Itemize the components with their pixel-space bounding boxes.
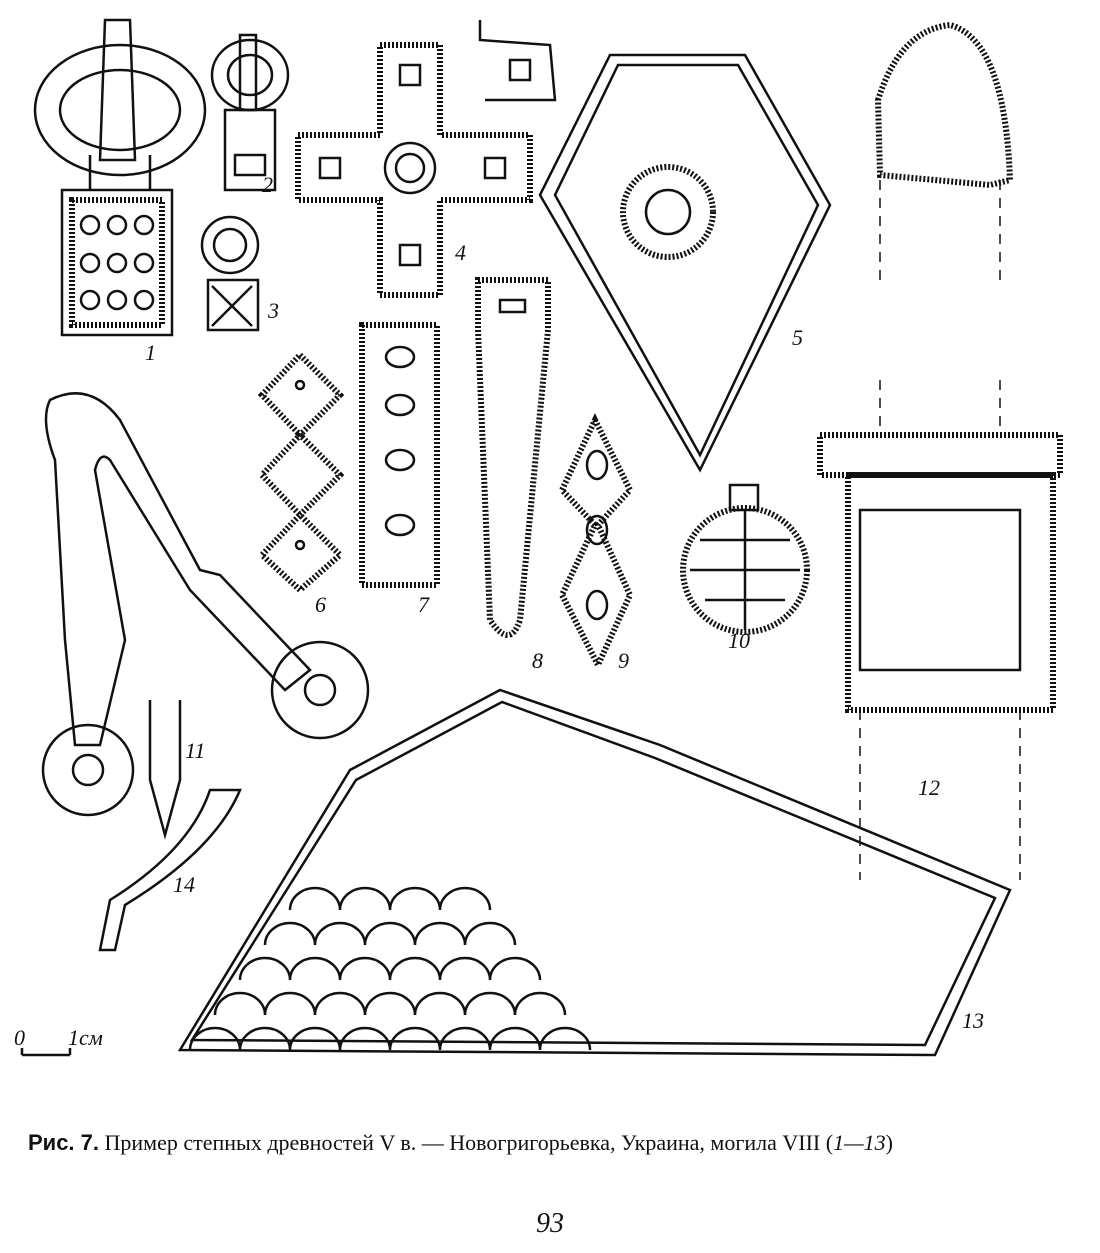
item-label: 8 xyxy=(532,648,543,673)
artifact-4-cross xyxy=(295,42,533,298)
item-label: 2 xyxy=(262,172,273,197)
artifact-7-strap-plaque xyxy=(359,322,440,588)
artifact-12-sheath-mount xyxy=(817,21,1063,880)
figure-caption: Рис. 7. Пример степных древностей V в. —… xyxy=(28,1130,893,1156)
scale-bar xyxy=(20,1048,72,1057)
item-label: 1 xyxy=(145,340,156,365)
artifact-2-small-buckle xyxy=(210,33,290,192)
item-label: 5 xyxy=(792,325,803,350)
item-label: 14 xyxy=(173,872,195,897)
scale-zero-label: 0 xyxy=(14,1025,25,1050)
item-label: 7 xyxy=(418,592,430,617)
artifact-fragment xyxy=(478,20,557,102)
artifact-5-plaque xyxy=(538,53,832,473)
artifact-8-strap-end xyxy=(475,277,551,638)
caption-prefix: Рис. 7. xyxy=(28,1130,100,1155)
artifact-3-ring-buckle xyxy=(200,215,260,332)
item-label: 12 xyxy=(918,775,940,800)
item-label: 13 xyxy=(962,1008,984,1033)
artifact-6-zigzag-plaque xyxy=(257,350,345,595)
artifact-9-triple-plaque xyxy=(558,413,634,672)
caption-suffix: ) xyxy=(885,1130,893,1155)
scale-unit-label: 1см xyxy=(68,1025,103,1050)
artifact-1-buckle xyxy=(33,18,207,337)
item-label: 3 xyxy=(267,298,279,323)
item-label: 4 xyxy=(455,240,466,265)
artifact-14-strip xyxy=(98,788,242,952)
artifact-11-horse-bit xyxy=(41,392,370,840)
caption-text: Пример степных древностей V в. — Новогри… xyxy=(99,1130,834,1155)
archaeological-figure: 0 1см 1 2 3 4 5 6 7 8 9 10 11 12 13 14 xyxy=(14,18,1063,1057)
page-number: 93 xyxy=(536,1208,564,1239)
artifact-10-openwork-buckle xyxy=(680,483,810,635)
scale-pattern xyxy=(188,886,592,1051)
item-label: 6 xyxy=(315,592,326,617)
caption-range: 1—13 xyxy=(833,1130,886,1155)
item-label: 11 xyxy=(185,738,205,763)
artifact-13-plate xyxy=(177,688,1012,1057)
item-label: 9 xyxy=(618,648,629,673)
item-label: 10 xyxy=(728,628,750,653)
